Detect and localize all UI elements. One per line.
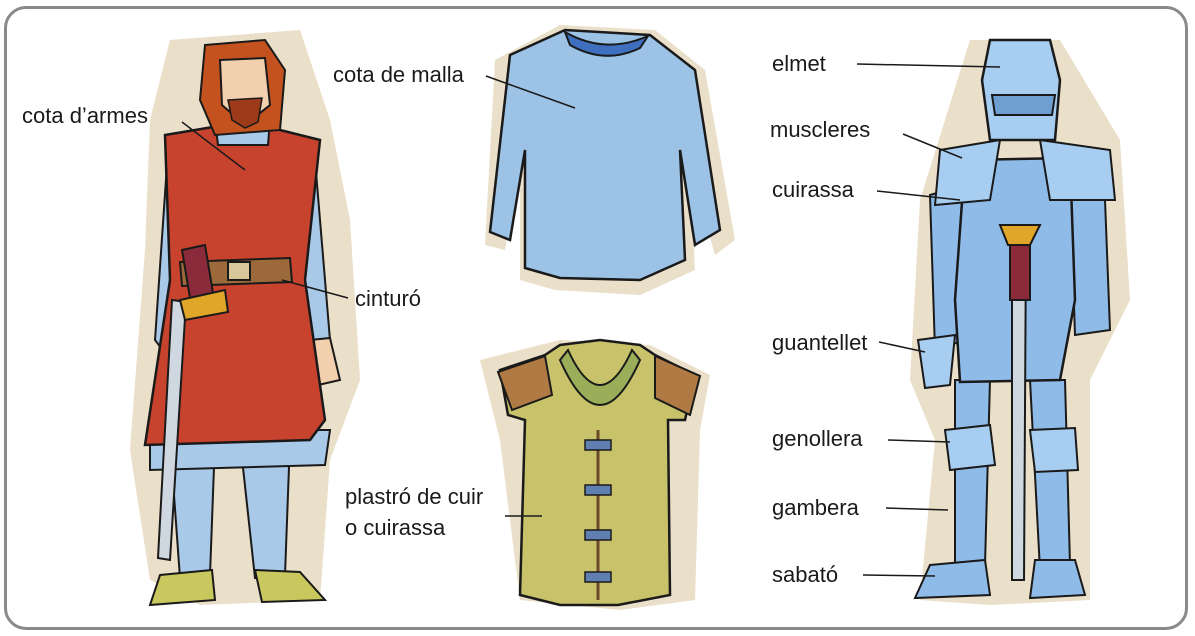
leather-plastron xyxy=(480,338,710,610)
chainmail-shirt xyxy=(485,25,735,295)
label-cota-armes: cota d’armes xyxy=(22,103,148,128)
label-guantellet: guantellet xyxy=(772,330,868,355)
knight-surcoat-figure xyxy=(130,30,360,607)
label-sabato: sabató xyxy=(772,562,839,587)
label-plastro: plastró de cuir xyxy=(345,484,484,509)
label-cota-malla: cota de malla xyxy=(333,62,464,87)
leader-lines xyxy=(181,63,1001,577)
label-gambera: gambera xyxy=(772,495,859,520)
armored-knight-figure xyxy=(910,38,1130,605)
label-elmet: elmet xyxy=(772,51,826,76)
label-genollera: genollera xyxy=(772,426,863,451)
label-cinturo: cinturó xyxy=(355,286,422,311)
label-plastro-line2: o cuirassa xyxy=(345,515,446,540)
label-muscleres: muscleres xyxy=(770,117,871,142)
label-cuirassa: cuirassa xyxy=(772,177,854,202)
